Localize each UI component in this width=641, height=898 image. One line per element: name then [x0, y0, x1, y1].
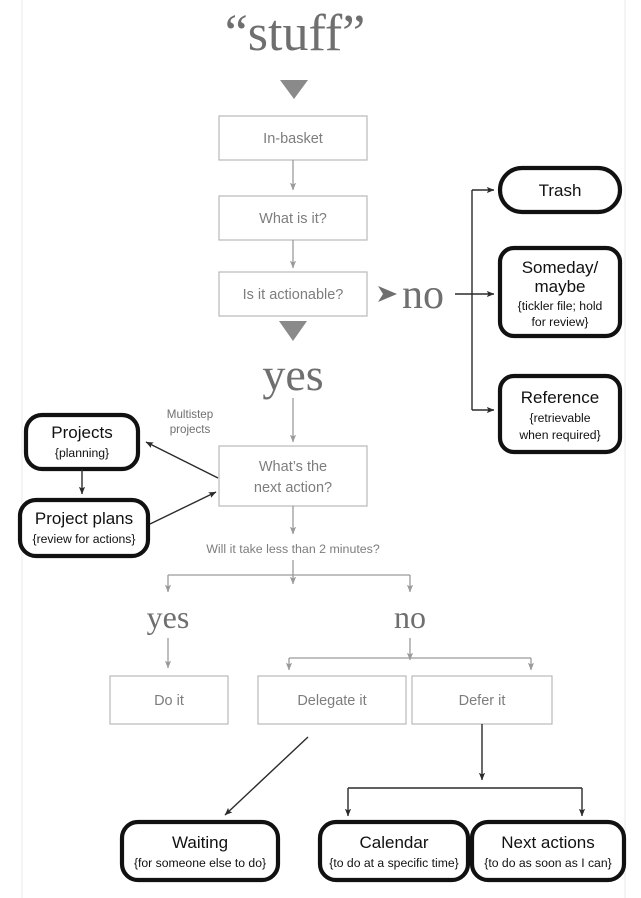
node-trash — [497, 165, 623, 215]
node-next-actions — [469, 819, 627, 883]
node-what-is-it-label: What is it? — [259, 211, 327, 227]
node-next-actions-label: Next actions — [501, 833, 595, 852]
node-delegate-it — [257, 675, 407, 725]
node-reference — [497, 373, 623, 455]
node-reference-sub-line2: when required} — [518, 428, 600, 442]
node-someday-maybe-label-line1: Someday/ — [522, 258, 599, 277]
chevron-down-icon-yes — [279, 321, 307, 341]
node-next-action — [218, 445, 368, 507]
node-calendar — [317, 819, 471, 883]
label-multistep-line1: Multistep — [167, 408, 213, 421]
edge-next-action-to-projects — [145, 441, 219, 479]
node-project-plans — [17, 497, 151, 559]
node-calendar-label: Calendar — [360, 833, 429, 852]
arrow-no-branch-icon — [378, 286, 397, 302]
node-waiting-sub: {for someone else to do} — [134, 856, 266, 870]
node-reference-label: Reference — [521, 388, 599, 407]
node-projects-label: Projects — [51, 423, 112, 442]
diagram-title: “stuff” — [225, 5, 366, 62]
node-what-is-it — [218, 195, 368, 241]
node-defer-it — [411, 675, 553, 725]
node-trash-label: Trash — [539, 181, 582, 200]
node-in-basket-label: In-basket — [263, 131, 323, 147]
node-waiting-label: Waiting — [172, 833, 228, 852]
node-do-it-label: Do it — [154, 693, 184, 709]
node-next-actions-sub: {to do as soon as I can} — [484, 856, 611, 870]
edge-delegate-to-waiting — [224, 736, 309, 816]
node-someday-maybe-sub-line1: {tickler file; hold — [518, 299, 603, 313]
node-defer-it-label: Defer it — [459, 693, 506, 709]
chevron-down-icon-title — [280, 80, 308, 99]
node-next-action-label-line1: What’s the — [259, 459, 327, 475]
node-is-it-actionable — [218, 271, 368, 317]
label-yes-branch: yes — [262, 349, 323, 400]
node-delegate-it-label: Delegate it — [297, 693, 366, 709]
node-next-action-label-line2: next action? — [254, 480, 332, 496]
label-no-small: no — [394, 599, 426, 635]
label-two-minutes-question: Will it take less than 2 minutes? — [206, 542, 380, 556]
node-reference-sub-line1: {retrievable — [530, 411, 591, 425]
node-is-it-actionable-label: Is it actionable? — [243, 287, 344, 303]
label-multistep-line2: projects — [170, 423, 211, 436]
node-project-plans-label: Project plans — [35, 509, 133, 528]
node-projects-sub: {planning} — [55, 446, 109, 460]
node-project-plans-sub: {review for actions} — [33, 532, 136, 546]
node-someday-maybe-label-line2: maybe — [534, 277, 585, 296]
node-calendar-sub: {to do at a specific time} — [329, 856, 458, 870]
node-someday-maybe — [497, 245, 623, 339]
node-someday-maybe-sub-line2: for review} — [532, 315, 589, 329]
node-waiting — [119, 819, 281, 883]
node-do-it — [109, 675, 229, 725]
node-in-basket — [218, 115, 368, 161]
edge-project-plans-to-next-action — [149, 491, 217, 525]
label-yes-small: yes — [147, 599, 190, 635]
label-no-branch: no — [402, 272, 444, 318]
